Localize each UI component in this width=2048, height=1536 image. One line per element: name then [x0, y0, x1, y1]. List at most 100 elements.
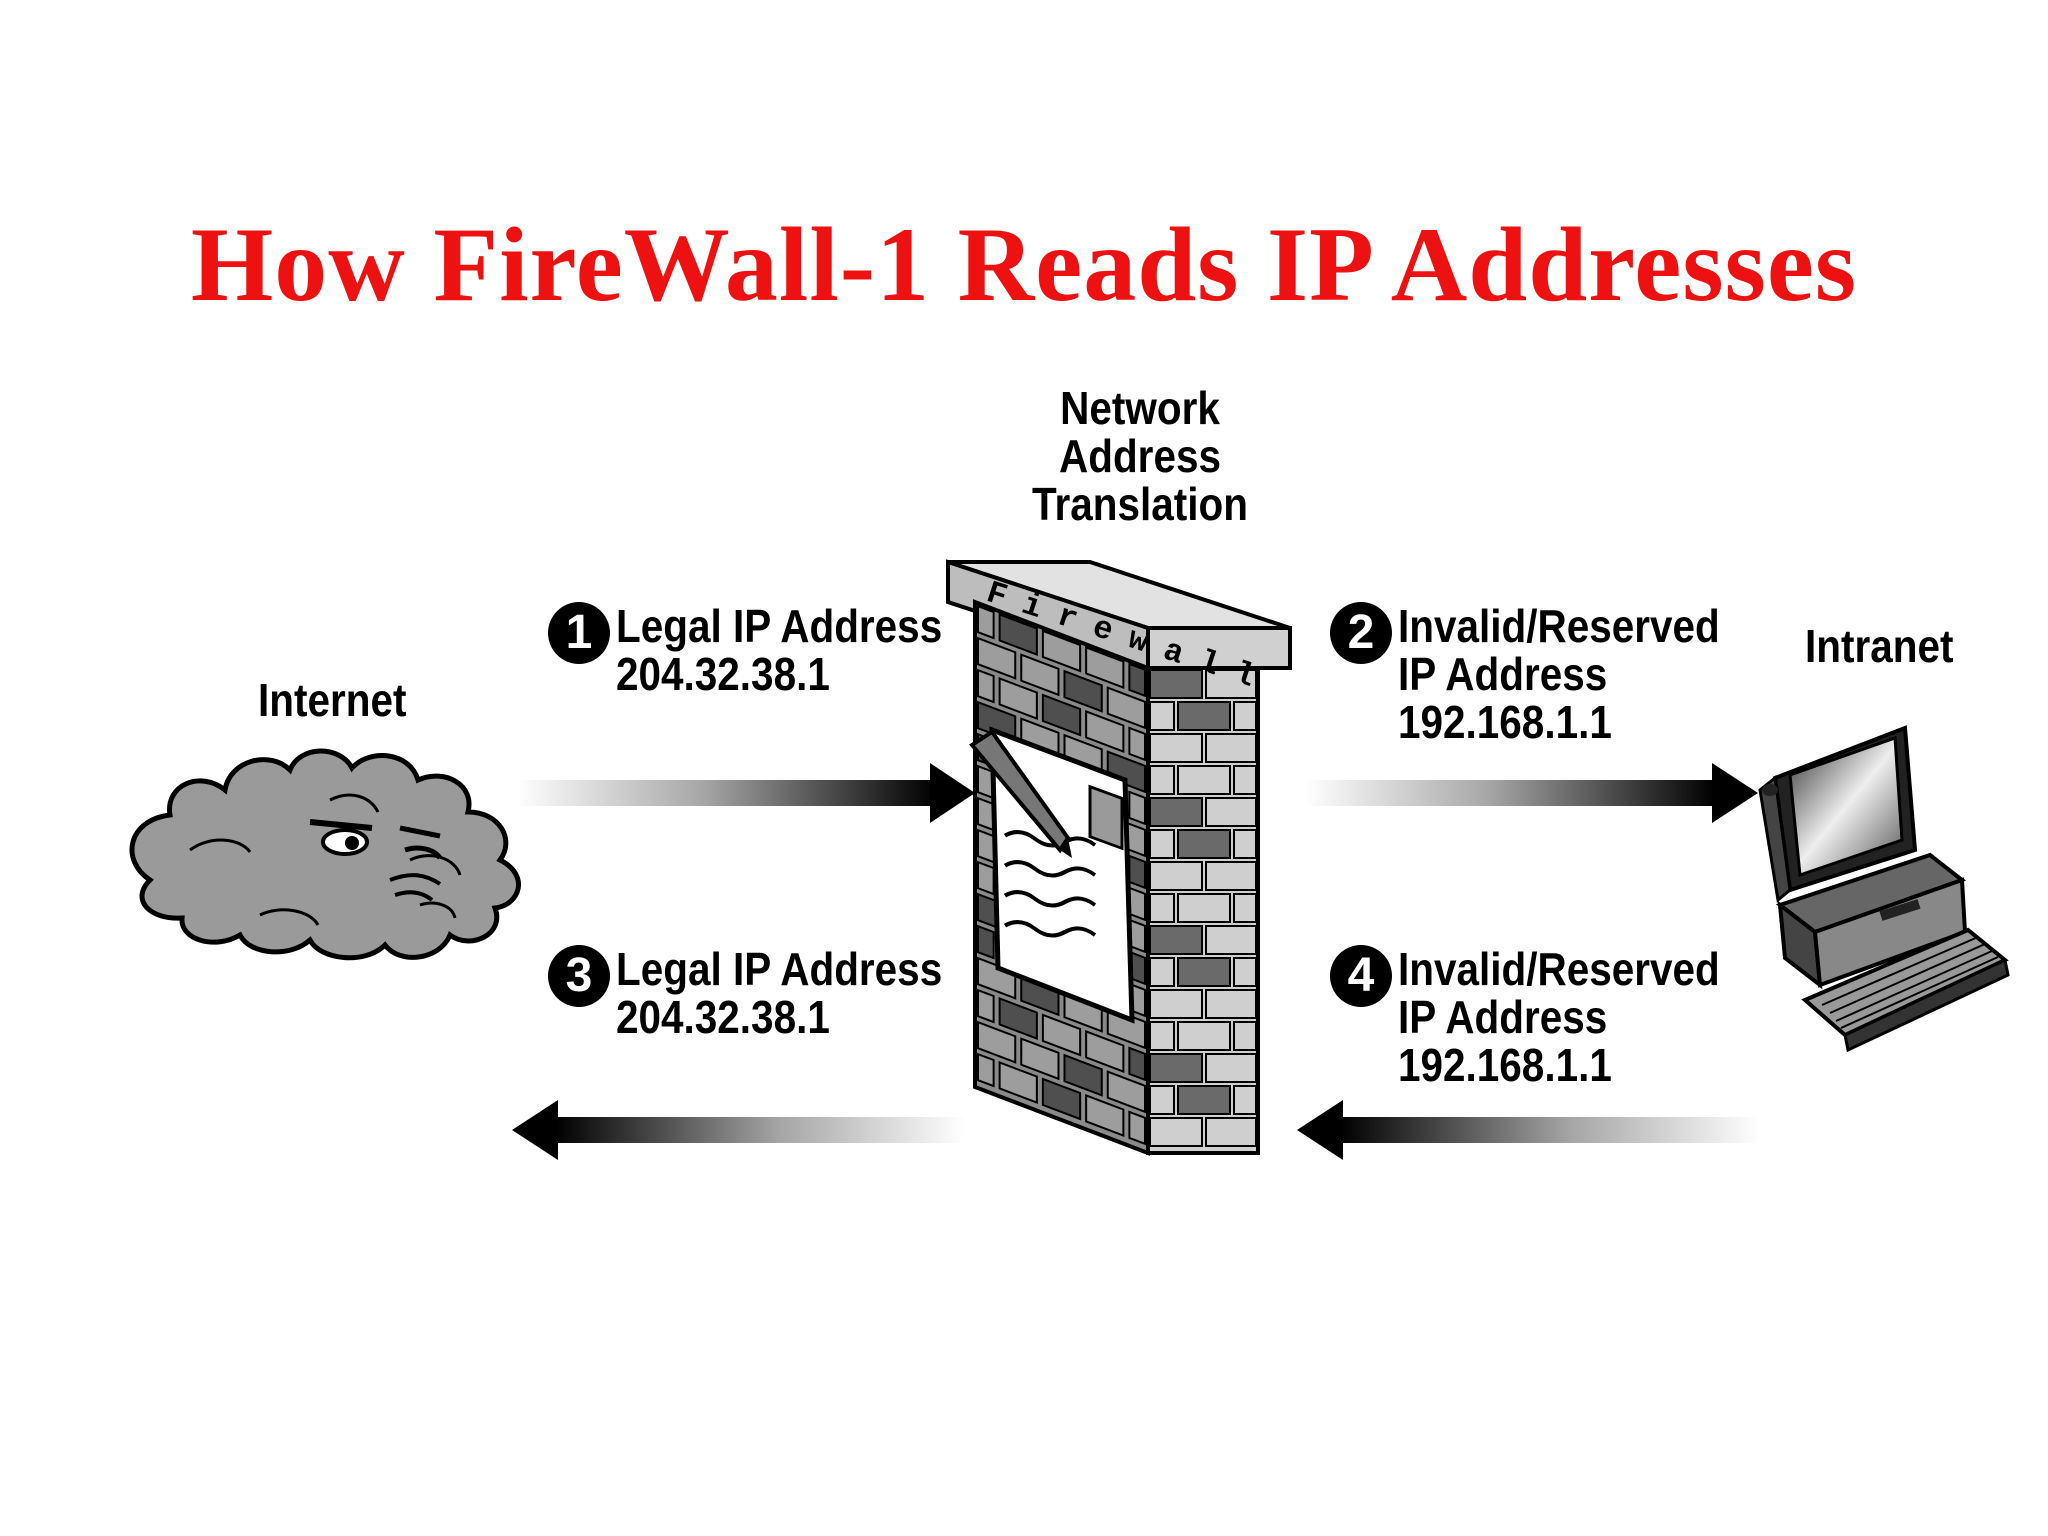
brick	[977, 796, 995, 832]
brick	[1205, 925, 1257, 955]
step-2: 2 Invalid/Reserved IP Address 192.168.1.…	[1330, 602, 1764, 746]
brick	[1128, 854, 1146, 890]
step-line: 204.32.38.1	[616, 648, 830, 700]
brick	[1233, 1085, 1257, 1115]
brick	[998, 612, 1038, 657]
step-text: Invalid/Reserved IP Address 192.168.1.1	[1398, 602, 1720, 746]
internet-label: Internet	[258, 674, 407, 726]
nat-line-1: Network	[1060, 382, 1220, 434]
step-1: 1 Legal IP Address 204.32.38.1	[548, 602, 987, 698]
brick	[1233, 893, 1257, 923]
brick	[1020, 1037, 1060, 1081]
brick	[977, 1052, 995, 1088]
brick	[1106, 1070, 1146, 1114]
brick	[977, 636, 1017, 680]
brick	[1177, 829, 1231, 859]
brick	[1149, 893, 1175, 923]
step-4: 4 Invalid/Reserved IP Address 192.168.1.…	[1330, 945, 1764, 1089]
step-badge: 3	[548, 945, 610, 1007]
brick	[1149, 989, 1203, 1019]
brick	[977, 1020, 1017, 1064]
brick	[1041, 629, 1082, 673]
brick	[1233, 765, 1257, 795]
brick	[1020, 653, 1060, 697]
brick	[1106, 686, 1146, 730]
brick	[1085, 1029, 1125, 1074]
nat-line-3: Translation	[1032, 478, 1248, 530]
brick	[977, 604, 995, 640]
brick	[1177, 957, 1231, 987]
arrow-step2-right	[1305, 763, 1758, 823]
step-text: Invalid/Reserved IP Address 192.168.1.1	[1398, 945, 1720, 1089]
brick	[977, 988, 995, 1024]
brick	[998, 1060, 1038, 1105]
step-3: 3 Legal IP Address 204.32.38.1	[548, 945, 987, 1041]
step-badge: 1	[548, 602, 610, 664]
brick	[1128, 662, 1146, 698]
brick	[1149, 701, 1175, 731]
brick	[977, 860, 995, 896]
brick	[1085, 645, 1125, 690]
brick	[1128, 726, 1146, 762]
intranet-label: Intranet	[1805, 620, 1954, 672]
brick	[1177, 701, 1231, 731]
page-title: How FireWall-1 Reads IP Addresses	[190, 206, 1858, 323]
brick	[1041, 1077, 1082, 1121]
brick	[1041, 1013, 1082, 1057]
brick	[1205, 989, 1257, 1019]
brick	[1177, 765, 1231, 795]
step-line: 192.168.1.1	[1398, 1039, 1612, 1091]
brick	[1149, 1085, 1175, 1115]
brick	[1149, 957, 1175, 987]
nat-line-2: Address	[1058, 430, 1221, 482]
brick	[1149, 1021, 1175, 1051]
brick	[977, 924, 995, 960]
cloud-face-icon	[129, 748, 521, 961]
brick	[1128, 1046, 1146, 1082]
brick	[1041, 693, 1082, 737]
step-line: 192.168.1.1	[1398, 696, 1612, 748]
brick	[1205, 669, 1257, 699]
brick	[1233, 1021, 1257, 1051]
brick	[1085, 1093, 1125, 1138]
brick	[1128, 1110, 1146, 1146]
brick	[998, 676, 1038, 721]
brick	[1149, 925, 1203, 955]
step-text: Legal IP Address 204.32.38.1	[616, 945, 942, 1041]
brick	[1085, 709, 1125, 754]
step-line: Invalid/Reserved	[1398, 943, 1720, 995]
brick	[1205, 1053, 1257, 1083]
step-line: IP Address	[1398, 648, 1608, 700]
brick	[1205, 1117, 1257, 1147]
nat-label: Network Address Translation	[1017, 384, 1263, 528]
brick	[977, 668, 995, 704]
arrow-step3-left	[512, 1100, 965, 1160]
brick	[1149, 861, 1203, 891]
brick	[1106, 750, 1146, 794]
brick	[1149, 1053, 1203, 1083]
arrow-step1-right	[515, 763, 975, 823]
step-line: Legal IP Address	[616, 943, 943, 995]
step-badge: 2	[1330, 602, 1392, 664]
brick	[1063, 1053, 1103, 1097]
brick	[1233, 829, 1257, 859]
step-line: Invalid/Reserved	[1398, 600, 1720, 652]
brick	[1177, 1021, 1231, 1051]
brick	[1177, 1085, 1231, 1115]
step-line: IP Address	[1398, 991, 1608, 1043]
brick	[1149, 765, 1175, 795]
brick	[1128, 790, 1146, 826]
brick	[1149, 669, 1203, 699]
brick	[1149, 829, 1175, 859]
brick	[1149, 733, 1203, 763]
brick	[1233, 701, 1257, 731]
brick	[1205, 733, 1257, 763]
brick	[1149, 797, 1203, 827]
envelope-pen-icon	[969, 726, 1135, 1024]
brick	[1233, 957, 1257, 987]
arrows	[512, 763, 1760, 1160]
step-line: 204.32.38.1	[616, 991, 830, 1043]
step-badge: 4	[1330, 945, 1392, 1007]
